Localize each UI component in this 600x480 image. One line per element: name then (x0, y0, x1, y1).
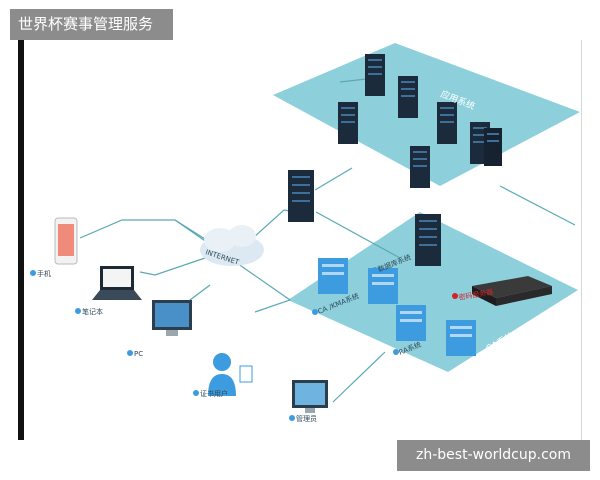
client-label-cert-user: 证书用户 (200, 389, 228, 398)
server-rack-icon (437, 102, 457, 144)
admin-monitor-icon (292, 380, 328, 413)
blue-server-icon (318, 258, 348, 294)
page-title-badge: 世界杯赛事管理服务 (10, 9, 173, 40)
pc-monitor-icon (152, 300, 192, 336)
server-rack-icon (410, 146, 430, 188)
hsm-dot (452, 293, 458, 299)
ca-servers (318, 258, 476, 356)
client-label-pc: PC (134, 350, 143, 358)
client-label-phone: 手机 (37, 269, 51, 278)
site-url-badge: zh-best-worldcup.com (397, 440, 590, 471)
app-servers (338, 54, 502, 188)
ca-system-zone (288, 212, 578, 372)
blue-server-icon (396, 305, 426, 341)
server-rack-icon (338, 102, 358, 144)
blue-server-icon (368, 268, 398, 304)
gateway-server-icon (288, 170, 314, 222)
phone-icon (54, 217, 78, 265)
server-rack-icon (484, 128, 502, 166)
node-dots (30, 267, 399, 421)
app-system-zone (273, 43, 580, 186)
hsm-device-icon (472, 276, 552, 306)
internet-cloud-icon (200, 225, 264, 266)
client-label-laptop: 笔记本 (82, 307, 103, 316)
gateway-server-icon (415, 214, 441, 266)
client-label-admin: 管理员 (296, 414, 317, 423)
laptop-icon (92, 266, 142, 300)
server-rack-icon (365, 54, 385, 96)
blue-server-icon (446, 320, 476, 356)
right-border-line (581, 40, 582, 440)
left-border-bar (18, 40, 24, 440)
server-rack-icon (398, 76, 418, 118)
certificate-user-icon (208, 353, 253, 396)
